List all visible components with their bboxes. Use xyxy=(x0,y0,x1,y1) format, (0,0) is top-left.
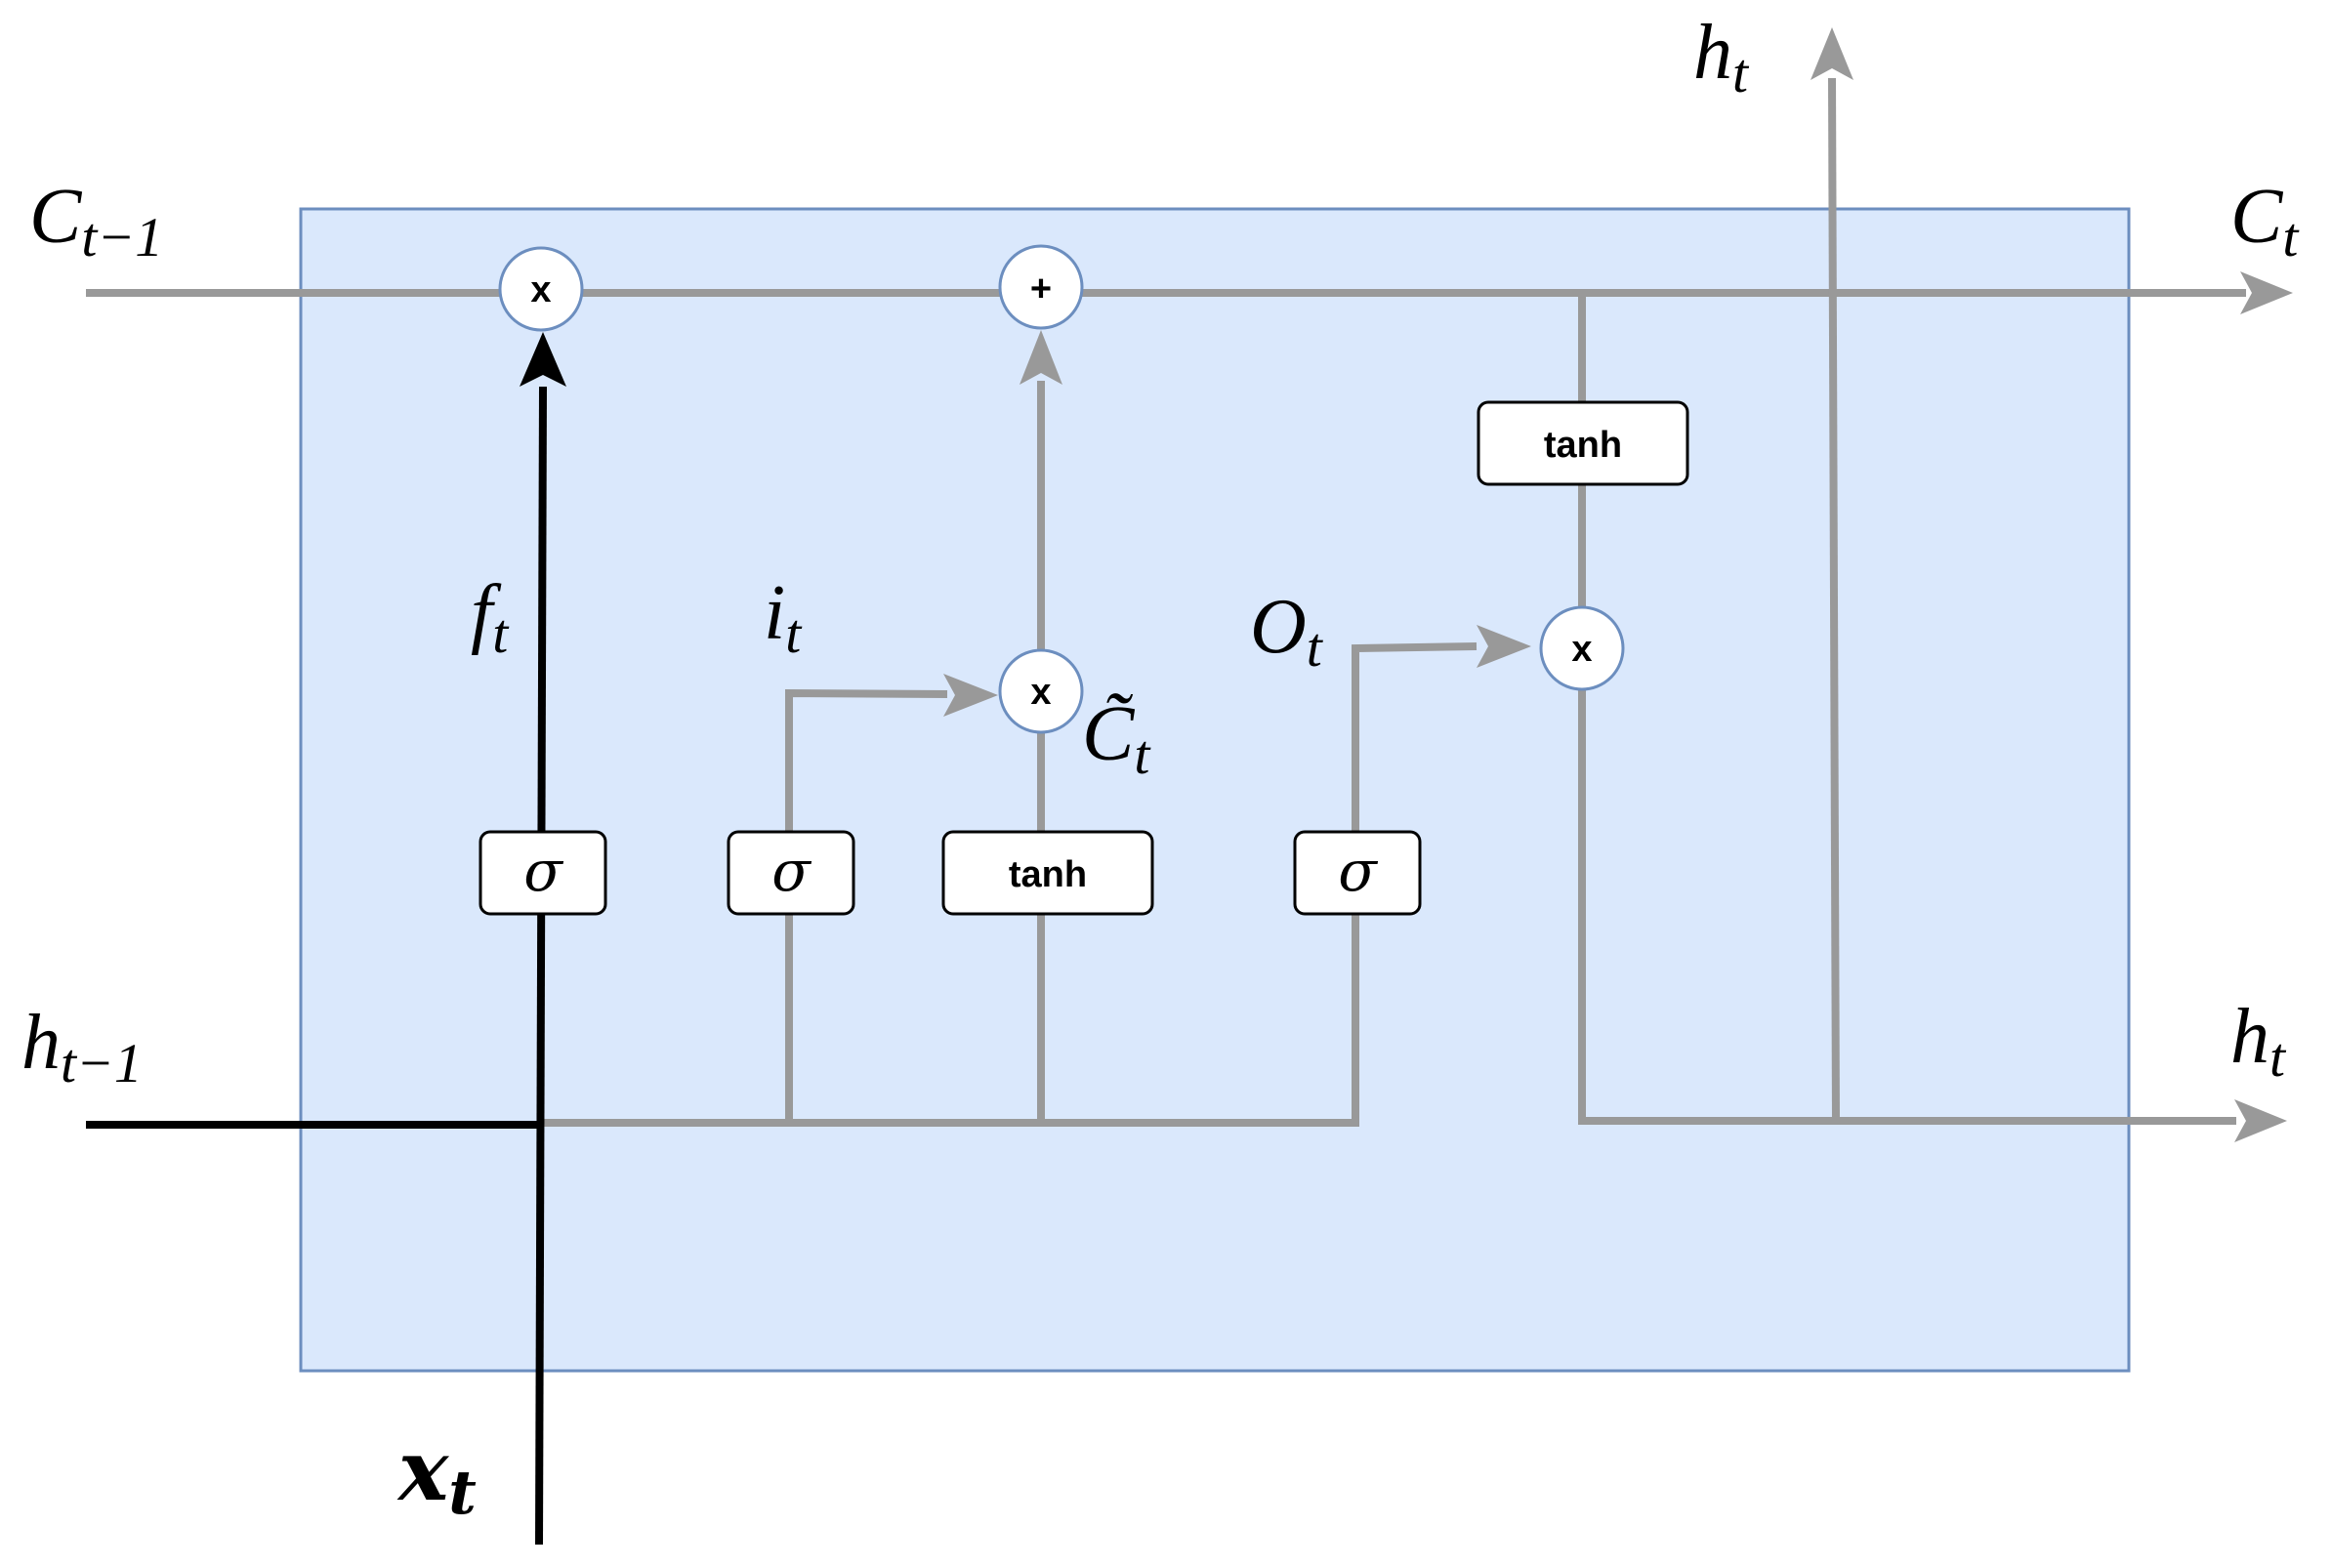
forget-gate: σ xyxy=(479,830,607,916)
input-gate-label: σ xyxy=(771,838,812,904)
candidate-gate-label: tanh xyxy=(1009,854,1087,895)
x-input-line xyxy=(535,386,547,1546)
label-c-next: Ct xyxy=(2230,174,2300,268)
output-gate-label: σ xyxy=(1338,838,1378,904)
label-output: Ot xyxy=(1250,584,1324,679)
cell-tanh-gate: tanh xyxy=(1477,400,1689,486)
forget-multiply-node: x xyxy=(498,246,584,332)
output-multiply-symbol: x xyxy=(1571,629,1592,670)
input-multiply-symbol: x xyxy=(1030,672,1051,713)
label-h-next-top: ht xyxy=(1693,10,1750,104)
forget-gate-label: σ xyxy=(523,838,563,904)
hidden-up-wire xyxy=(1828,77,1840,1122)
add-symbol: + xyxy=(1030,268,1052,309)
label-x-input: xt xyxy=(396,1422,477,1528)
label-h-prev: ht−1 xyxy=(21,1000,143,1094)
hidden-up-arrowhead xyxy=(1811,27,1853,80)
output-gate-arrowhead xyxy=(1477,625,1531,668)
candidate-gate: tanh xyxy=(941,830,1154,916)
input-gate-wire xyxy=(785,688,948,1123)
lstm-cell-box xyxy=(299,207,2131,1373)
label-candidate: C̃t xyxy=(1082,691,1151,786)
label-c-prev: Ct−1 xyxy=(29,174,163,268)
input-gate-arrowhead xyxy=(943,674,998,717)
forget-arrowhead xyxy=(520,332,566,387)
output-to-hidden-wire xyxy=(1578,685,2236,1125)
input-multiply-node: x xyxy=(998,648,1084,734)
add-node: + xyxy=(998,244,1084,330)
cell-state-arrowhead xyxy=(2240,271,2293,314)
forget-multiply-symbol: x xyxy=(530,269,551,310)
hidden-out-arrowhead xyxy=(2234,1099,2287,1142)
cell-tanh-label: tanh xyxy=(1544,425,1622,466)
output-gate: σ xyxy=(1293,830,1422,916)
label-h-next-right: ht xyxy=(2230,994,2287,1089)
label-input: it xyxy=(764,570,803,665)
input-gate: σ xyxy=(727,830,855,916)
output-multiply-node: x xyxy=(1539,605,1625,691)
add-arrowhead xyxy=(1020,330,1062,385)
